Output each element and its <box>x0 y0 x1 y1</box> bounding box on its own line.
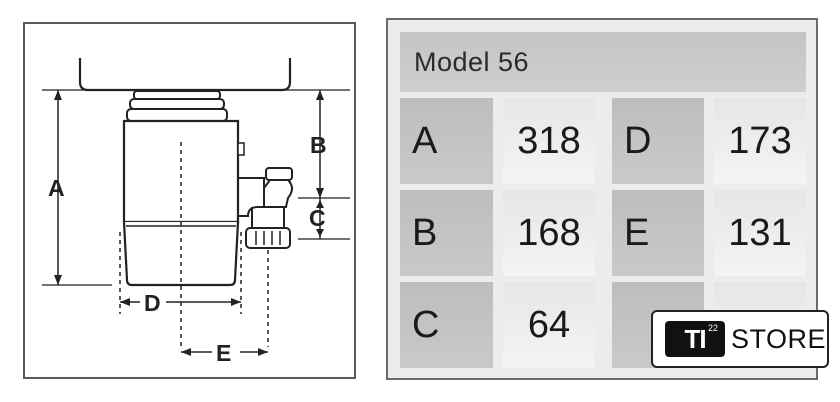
spec-value-cell: 173 <box>714 98 806 184</box>
dimension-diagram: A B C D E <box>23 22 356 379</box>
spec-value: 168 <box>517 211 581 254</box>
spec-value-cell: 131 <box>714 190 806 276</box>
spec-label-cell: B <box>400 190 493 276</box>
mounting-ring-bottom <box>126 108 228 122</box>
dimension-b-label: B <box>310 132 327 158</box>
dimension-d-label: D <box>144 290 161 316</box>
dimension-c-label: C <box>309 205 326 231</box>
spec-value: 131 <box>728 211 792 254</box>
spec-label-cell: E <box>612 190 704 276</box>
store-logo-superscript: 22 <box>707 323 718 333</box>
spec-value-cell: 318 <box>503 98 595 184</box>
model-title: Model 56 <box>400 32 806 92</box>
spec-label: B <box>412 211 438 254</box>
discharge-nut-top <box>265 167 293 181</box>
spec-label-cell: D <box>612 98 704 184</box>
spec-label-cell: A <box>400 98 493 184</box>
dimension-a-label: A <box>48 175 65 201</box>
spec-label: D <box>624 119 652 162</box>
discharge-nut-bottom <box>245 227 291 249</box>
spec-value-cell: 64 <box>503 282 595 368</box>
spec-value: 173 <box>728 119 792 162</box>
store-name: STORE <box>731 323 827 354</box>
spec-label: A <box>412 119 438 162</box>
store-logo: TI 22 <box>665 321 725 357</box>
spec-label-cell: C <box>400 282 493 368</box>
disposer-drawing: A B C D E <box>42 58 350 366</box>
spec-label: C <box>412 303 440 346</box>
mounting-ring-top <box>129 98 225 110</box>
disposer-base <box>122 221 240 287</box>
store-badge[interactable]: TI 22 STORE <box>651 310 829 368</box>
dishwasher-inlet <box>237 142 245 156</box>
sink-bowl <box>78 58 292 92</box>
store-logo-text: TI <box>684 323 706 354</box>
spec-value: 64 <box>527 303 571 346</box>
spec-table: Model 56 A 318 D 173 B 168 E 131 C 64 <box>386 18 818 380</box>
spec-value: 318 <box>517 119 581 162</box>
dimension-e-label: E <box>216 340 231 366</box>
spec-label: E <box>624 211 650 254</box>
spec-value-cell: 168 <box>503 190 595 276</box>
sink-flange <box>133 90 221 100</box>
